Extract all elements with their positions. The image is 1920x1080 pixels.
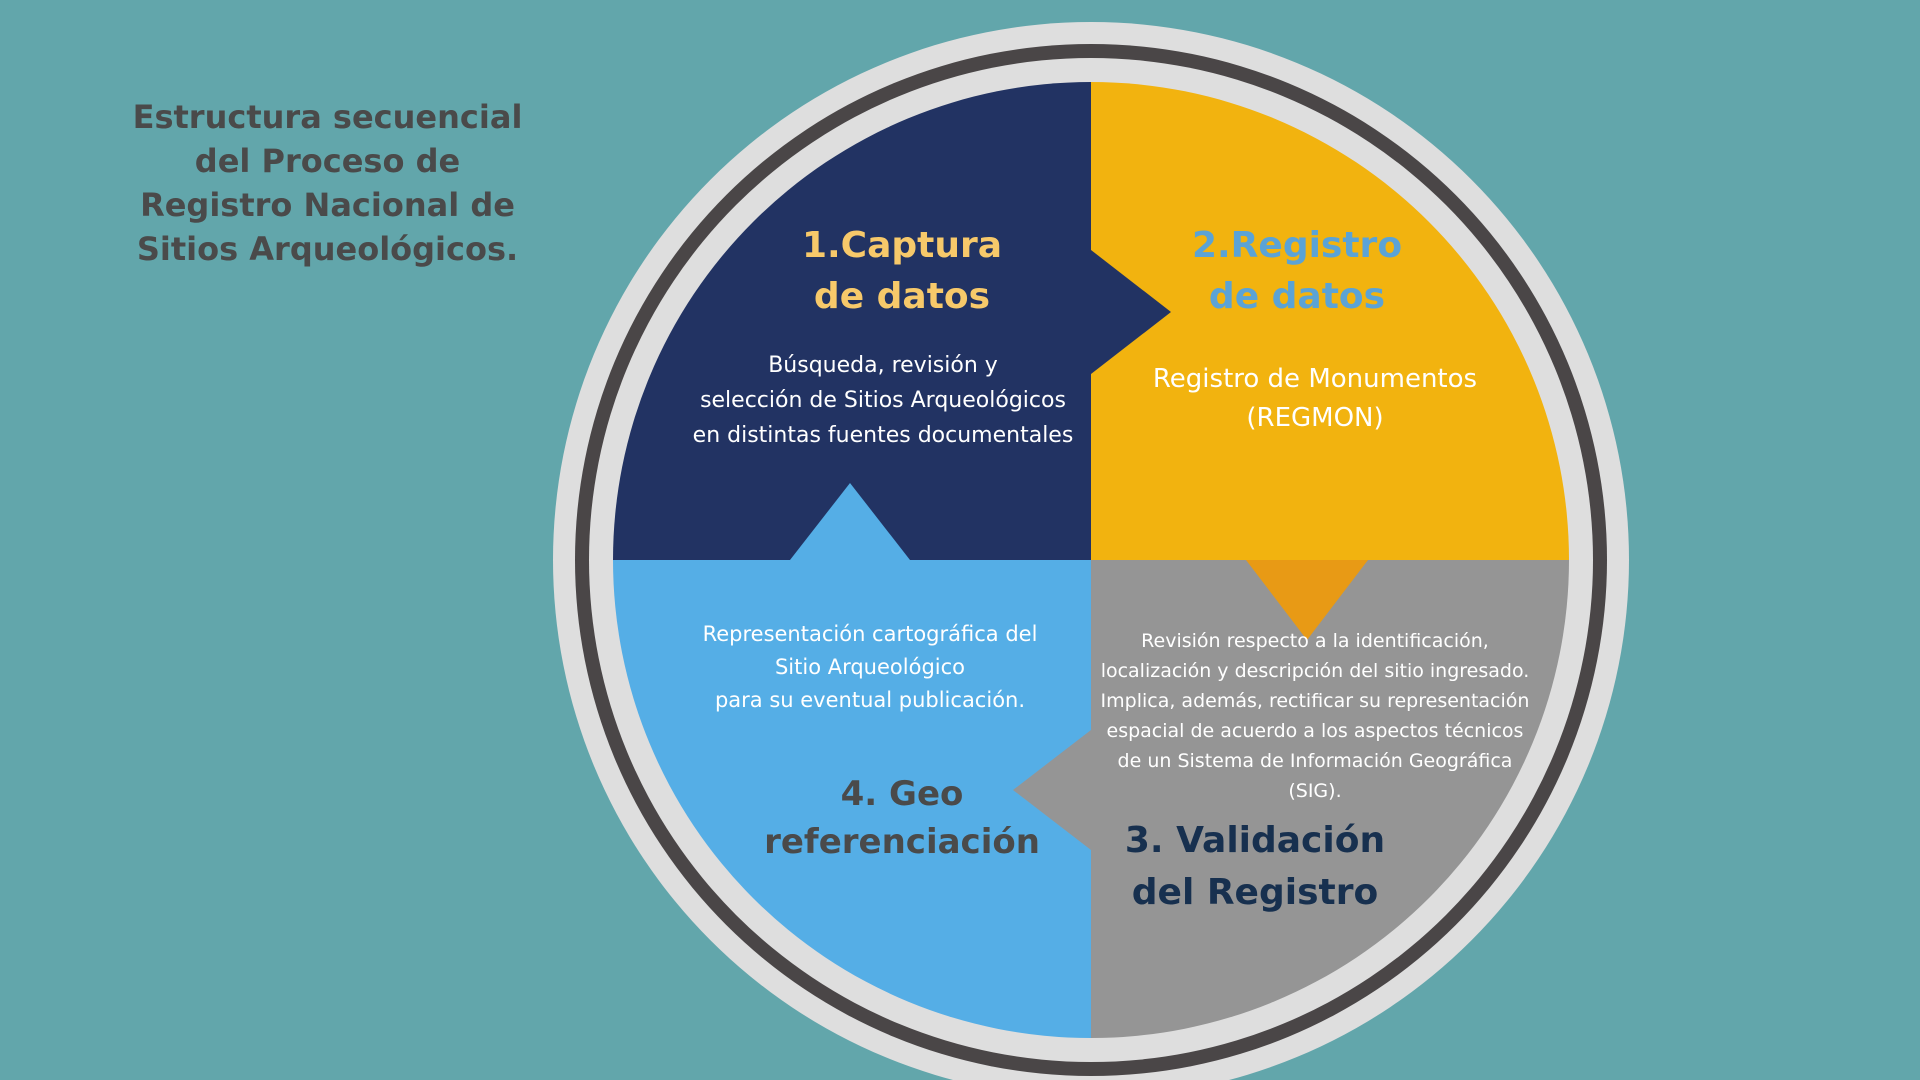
step2-heading: 2.Registro de datos bbox=[1191, 225, 1403, 317]
step4-description: Representación cartográfica del Sitio Ar… bbox=[702, 622, 1038, 712]
arrow-step4-to-step1 bbox=[790, 483, 910, 560]
step1-heading: 1.Captura de datos bbox=[801, 225, 1003, 317]
step1-description: Búsqueda, revisión y selección de Sitios… bbox=[692, 353, 1074, 448]
step4-heading: 4. Geo referenciación bbox=[764, 774, 1040, 862]
step3-heading: 3. Validación del Registro bbox=[1124, 820, 1386, 913]
arrow-step2-to-step3 bbox=[1246, 560, 1368, 640]
arrow-step3-to-step4 bbox=[1013, 730, 1091, 850]
arrow-step1-to-step2 bbox=[1091, 250, 1171, 374]
step3-description: Revisión respecto a la identificación, l… bbox=[1100, 630, 1530, 802]
step2-description: Registro de Monumentos (REGMON) bbox=[1152, 364, 1478, 433]
diagram-title: Estructura secuencial del Proceso de Reg… bbox=[132, 98, 523, 268]
